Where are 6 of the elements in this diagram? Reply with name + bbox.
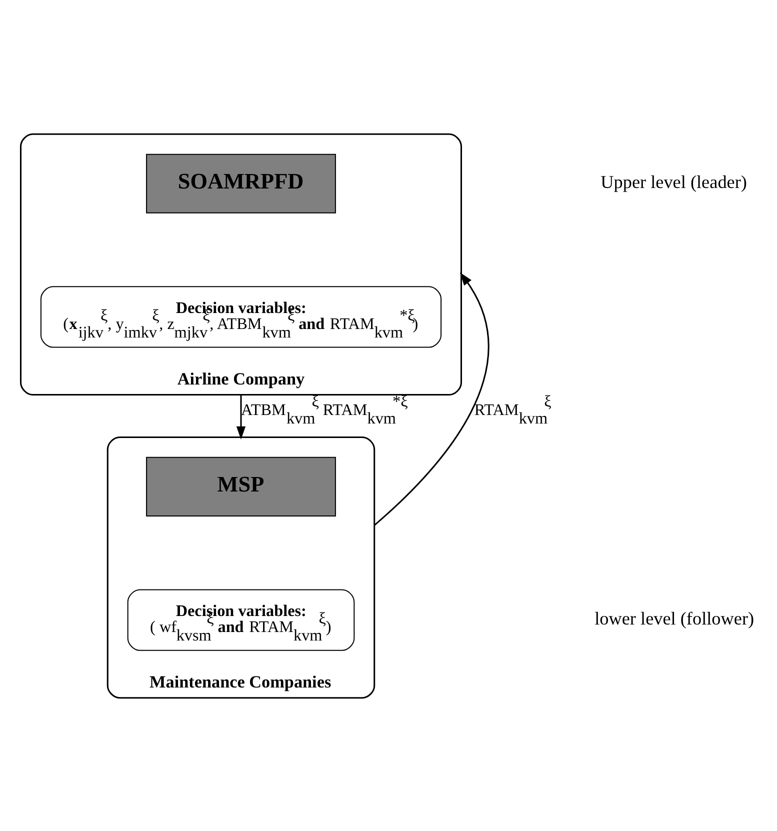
arrow — [374, 272, 490, 526]
node-box: MSP — [146, 456, 336, 516]
label: lower level (follower) — [594, 608, 754, 628]
arrow — [236, 394, 246, 439]
label: Upper level (leader) — [600, 172, 747, 192]
node-box: SOAMRPFD — [146, 153, 336, 213]
